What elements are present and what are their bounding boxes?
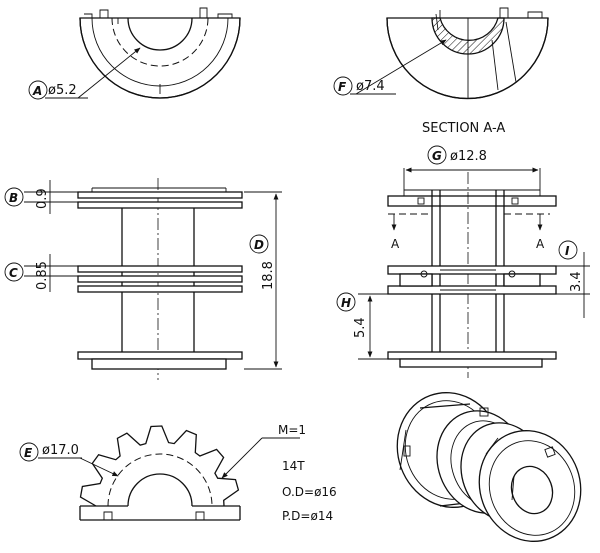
callout-e-tag: E <box>24 446 33 460</box>
section-mark-right: A <box>536 237 545 251</box>
callout-b-tag: B <box>9 191 18 205</box>
isometric-view <box>396 392 582 542</box>
dimension-c: 0.85 <box>35 261 50 290</box>
callout-h-tag: H <box>341 296 351 310</box>
section-mark-left: A <box>391 237 400 251</box>
dimension-f: ø7.4 <box>356 79 385 94</box>
callout-c-circle <box>4 262 24 282</box>
side-view-bobbin <box>387 172 557 378</box>
top-view-half-ring <box>79 7 241 99</box>
section-title: SECTION A-A <box>422 121 505 136</box>
leader-e <box>79 457 119 477</box>
dimension-d: 18.8 <box>261 261 276 290</box>
callout-a-tag: A <box>32 84 42 98</box>
leader-f <box>355 39 447 95</box>
gear-module: M=1 <box>278 423 306 437</box>
callout-f-circle <box>333 76 353 96</box>
callout-e-circle <box>19 442 39 462</box>
gear-teeth: 14T <box>282 459 305 473</box>
dimension-e: ø17.0 <box>42 443 79 458</box>
leader-a <box>77 47 141 99</box>
callout-d-tag: D <box>254 238 264 252</box>
dimension-a: ø5.2 <box>48 83 77 98</box>
callout-d-circle <box>249 234 269 254</box>
callout-g-circle <box>427 145 447 165</box>
callout-h-circle <box>336 292 356 312</box>
dimension-h: 5.4 <box>353 317 368 338</box>
front-view-bobbin <box>77 178 243 380</box>
callout-i-circle <box>558 240 578 260</box>
dimension-i: 3.4 <box>569 271 584 292</box>
gear-od: O.D=ø16 <box>282 485 337 499</box>
callout-c-tag: C <box>9 266 18 280</box>
callout-i-tag: I <box>565 244 570 258</box>
gear-pd: P.D=ø14 <box>282 509 333 523</box>
callout-g-tag: G <box>432 149 442 163</box>
dimension-g: ø12.8 <box>450 149 487 164</box>
dimension-b: 0.9 <box>35 188 50 209</box>
callout-b-circle <box>4 187 24 207</box>
gear-half-view <box>79 425 241 521</box>
callout-f-tag: F <box>338 80 347 94</box>
callout-a-circle <box>28 80 48 100</box>
section-view <box>386 7 549 100</box>
